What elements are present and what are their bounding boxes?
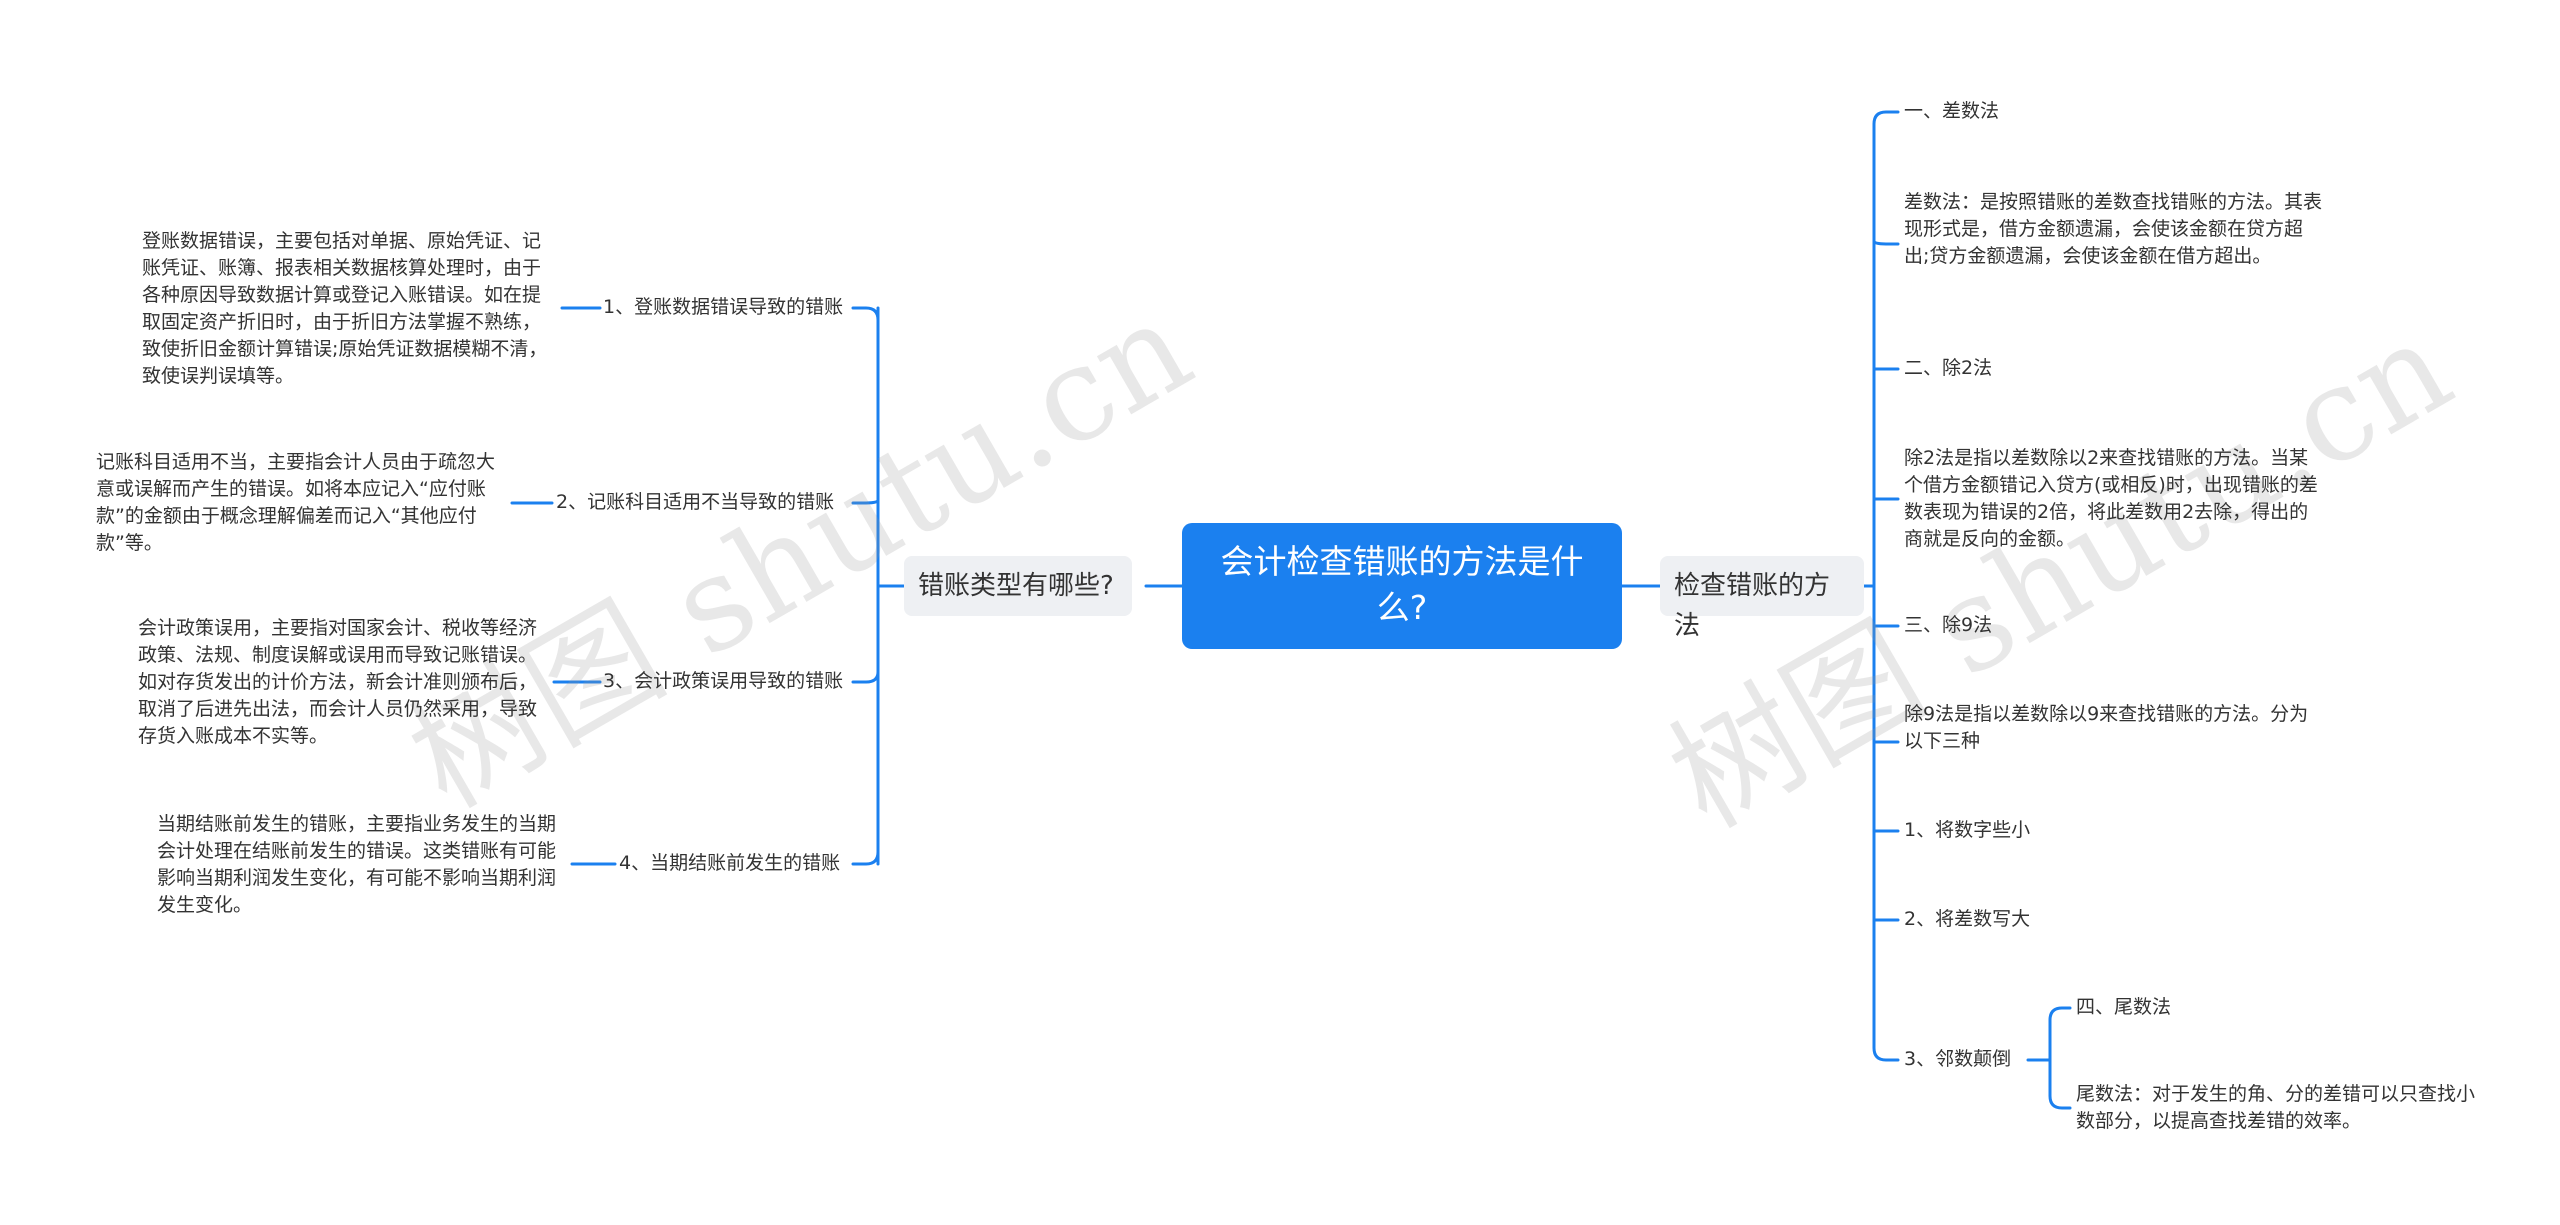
left-item-3-label[interactable]: 3、会计政策误用导致的错账	[603, 670, 844, 692]
left-item-4-detail[interactable]: 当期结账前发生的错账，主要指业务发生的当期会计处理在结账前发生的错误。这类错账有…	[157, 813, 557, 916]
sub-bracket	[2048, 1006, 2072, 1110]
right-item-div9-case-2[interactable]: 2、将差数写大	[1904, 908, 2031, 930]
right-item-div9-detail[interactable]: 除9法是指以差数除以9来查找错账的方法。分为以下三种	[1904, 703, 2309, 752]
sub-item-tail-detail[interactable]: 尾数法：对于发生的角、分的差错可以只查找小数部分，以提高查找差错的效率。	[2076, 1083, 2476, 1132]
right-item-diff-detail[interactable]: 差数法：是按照错账的差数查找错账的方法。其表现形式是，借方金额遗漏，会使该金额在…	[1904, 191, 2323, 267]
right-item-div2-title[interactable]: 二、除2法	[1904, 357, 1993, 379]
left-item-1-detail[interactable]: 登账数据错误，主要包括对单据、原始凭证、记账凭证、账簿、报表相关数据核算处理时，…	[142, 230, 548, 387]
left-item-4-label[interactable]: 4、当期结账前发生的错账	[619, 852, 841, 874]
right-item-div9-case-3[interactable]: 3、邻数颠倒	[1904, 1048, 2012, 1070]
left-item-2-label[interactable]: 2、记账科目适用不当导致的错账	[556, 491, 835, 513]
sub-item-tail-title[interactable]: 四、尾数法	[2076, 996, 2172, 1018]
right-item-diff-title[interactable]: 一、差数法	[1904, 100, 2000, 122]
right-item-div9-case-1[interactable]: 1、将数字些小	[1904, 819, 2031, 841]
left-item-2-detail[interactable]: 记账科目适用不当，主要指会计人员由于疏忽大意或误解而产生的错误。如将本应记入“应…	[96, 451, 496, 554]
branch-check-methods[interactable]: 检查错账的方法	[1660, 556, 1864, 641]
left-item-3-detail[interactable]: 会计政策误用，主要指对国家会计、税收等经济政策、法规、制度误解或误用而导致记账错…	[138, 617, 538, 747]
right-bracket-top	[1872, 110, 1900, 588]
branch-error-types[interactable]: 错账类型有哪些?	[904, 556, 1132, 616]
central-topic[interactable]: 会计检查错账的方法是什么?	[1182, 523, 1622, 649]
right-item-div9-title[interactable]: 三、除9法	[1904, 614, 1993, 636]
left-bracket	[851, 306, 880, 866]
left-item-1-label[interactable]: 1、登账数据错误导致的错账	[603, 296, 844, 318]
right-item-div2-detail[interactable]: 除2法是指以差数除以2来查找错账的方法。当某个借方金额错记入贷方(或相反)时，出…	[1904, 447, 2318, 550]
right-bracket-bottom	[1872, 584, 1900, 1062]
